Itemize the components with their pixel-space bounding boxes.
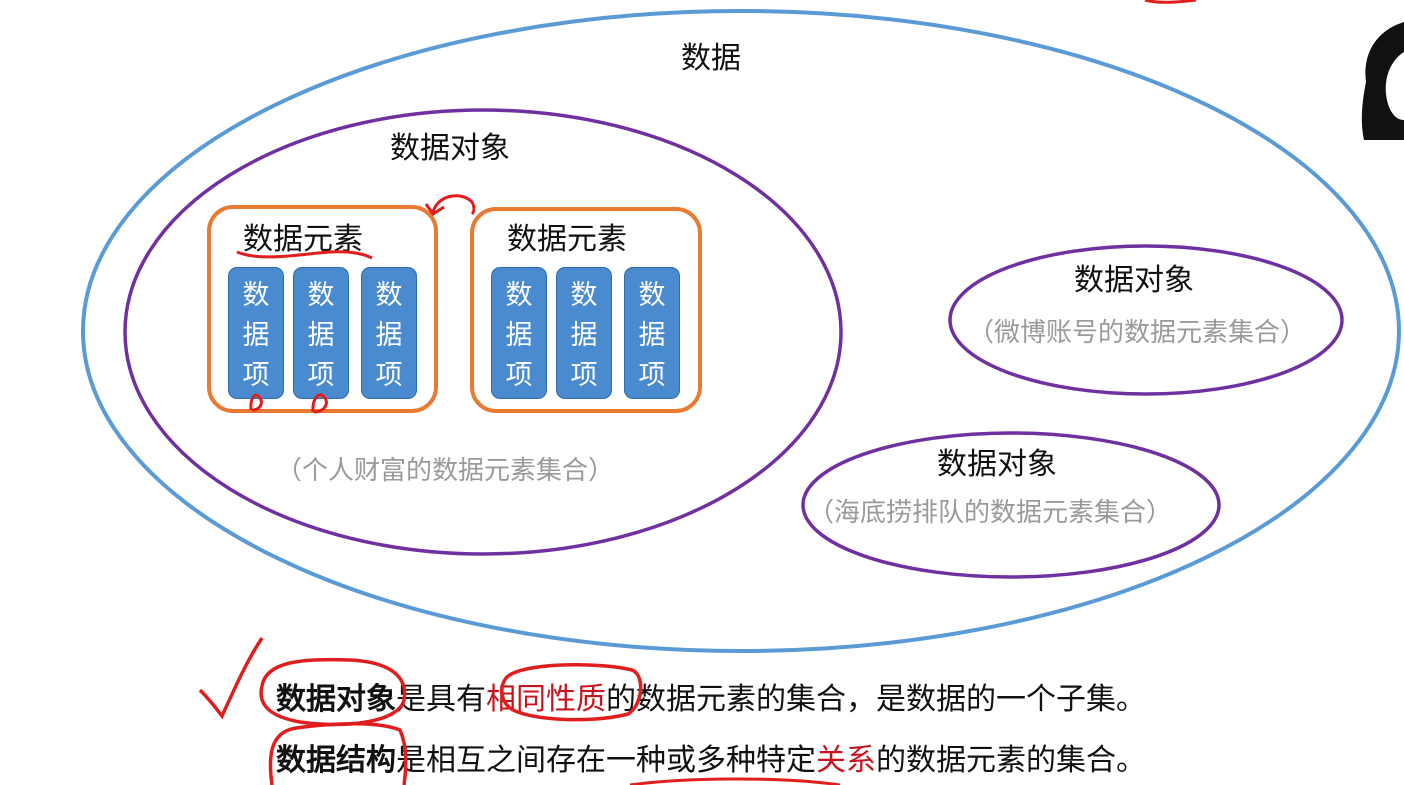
data-element-label-2: 数据元素 bbox=[507, 222, 627, 257]
definition-text-2a: 是相互之间存在一种或多种特定 bbox=[396, 743, 816, 778]
main-object-note: （个人财富的数据元素集合） bbox=[276, 456, 615, 486]
term-circle-1 bbox=[259, 657, 407, 727]
definition-text-1a: 是具有 bbox=[396, 682, 486, 717]
definition-term-2: 数据结构 bbox=[276, 743, 396, 778]
data-label: 数据 bbox=[681, 41, 741, 76]
weibo-object-note: （微博账号的数据元素集合） bbox=[968, 318, 1307, 348]
data-item: 数据项 bbox=[228, 267, 284, 399]
element-underline-stroke bbox=[236, 250, 373, 260]
term-circle-2 bbox=[268, 721, 408, 785]
data-item: 数据项 bbox=[556, 267, 612, 399]
queue-object-ellipse bbox=[801, 431, 1221, 579]
underline-stroke-2 bbox=[629, 777, 841, 785]
data-element-box-1: 数据元素 数据项 数据项 数据项 bbox=[207, 205, 438, 413]
data-item: 数据项 bbox=[624, 267, 680, 399]
annotation-stroke-top bbox=[1144, 0, 1197, 4]
checkmark-stroke bbox=[198, 637, 264, 720]
weibo-object-ellipse bbox=[948, 244, 1344, 396]
definition-highlight-2: 关系 bbox=[816, 743, 876, 778]
definition-text-1b: 的数据元素的集合，是数据的一个子集。 bbox=[606, 682, 1146, 717]
data-item: 数据项 bbox=[361, 267, 417, 399]
main-object-ellipse bbox=[123, 108, 843, 556]
relation-arrow-stroke bbox=[431, 194, 476, 216]
data-outer-ellipse bbox=[81, 9, 1401, 653]
queue-object-note: （海底捞排队的数据元素集合） bbox=[808, 498, 1173, 528]
queue-object-label: 数据对象 bbox=[937, 447, 1057, 482]
panda-mascot-icon bbox=[1361, 22, 1404, 140]
relation-arrow-head bbox=[424, 203, 445, 217]
definition-text-2b: 的数据元素的集合。 bbox=[876, 743, 1146, 778]
data-element-box-2: 数据元素 数据项 数据项 数据项 bbox=[470, 207, 702, 413]
definition-highlight-1: 相同性质 bbox=[486, 682, 606, 717]
data-item: 数据项 bbox=[491, 267, 547, 399]
weibo-object-label: 数据对象 bbox=[1074, 263, 1194, 298]
definition-term-1: 数据对象 bbox=[276, 682, 396, 717]
main-object-label: 数据对象 bbox=[390, 131, 510, 166]
highlight-circle-1 bbox=[500, 662, 643, 722]
data-item: 数据项 bbox=[293, 267, 349, 399]
item-mark-2 bbox=[311, 393, 328, 414]
definition-line-1: 数据对象是具有相同性质的数据元素的集合，是数据的一个子集。 bbox=[276, 685, 1146, 715]
item-mark-1 bbox=[249, 393, 263, 412]
definition-line-2: 数据结构是相互之间存在一种或多种特定关系的数据元素的集合。 bbox=[276, 746, 1146, 776]
data-element-label-1: 数据元素 bbox=[243, 222, 363, 257]
